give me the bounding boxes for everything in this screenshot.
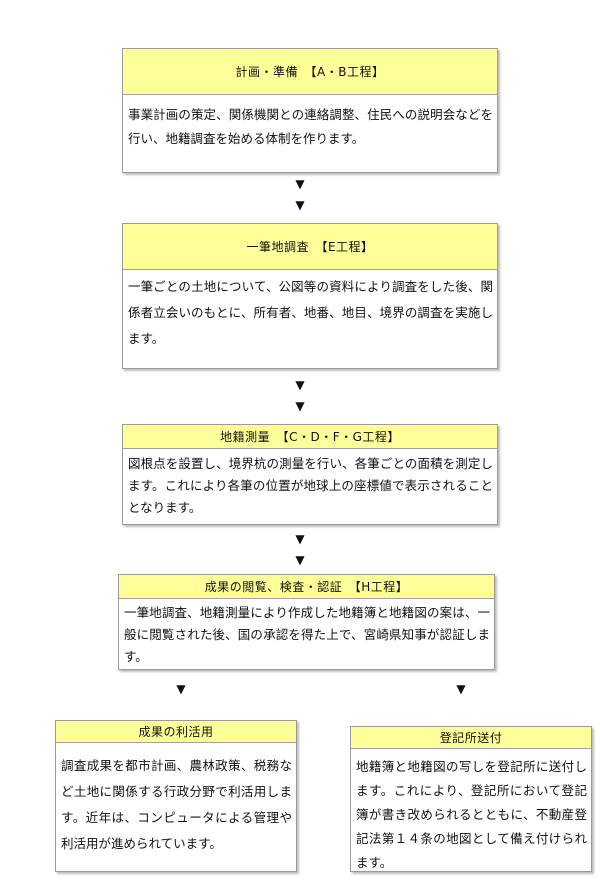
step-title: 地籍測量 【C・D・F・G工程】 bbox=[123, 425, 497, 449]
step-description: 一筆地調査、地籍測量により作成した地籍簿と地籍図の案は、一般に閲覧された後、国の… bbox=[124, 605, 490, 664]
step-utilization: 成果の利活用 調査成果を都市計画、農林政策、税務など土地に関係する行政分野で利活… bbox=[55, 720, 297, 872]
step-cadastral-measurement: 地籍測量 【C・D・F・G工程】 図根点を設置し、境界杭の測量を行い、各筆ごとの… bbox=[122, 424, 498, 525]
down-arrow-icon: ▼ bbox=[295, 378, 305, 392]
down-arrow-icon: ▼ bbox=[295, 532, 305, 546]
down-arrow-icon: ▼ bbox=[176, 682, 186, 696]
step-inspection-certification: 成果の閲覧、検査・認証 【H工程】 一筆地調査、地籍測量により作成した地籍簿と地… bbox=[118, 574, 495, 670]
down-arrow-icon: ▼ bbox=[295, 399, 305, 413]
step-parcel-survey: 一筆地調査 【E工程】 一筆ごとの土地について、公図等の資料により調査をした後、… bbox=[122, 223, 498, 369]
down-arrow-icon: ▼ bbox=[456, 682, 466, 696]
step-description: 一筆ごとの土地について、公図等の資料により調査をした後、関係者立会いのもとに、所… bbox=[128, 279, 493, 346]
step-registry-submission: 登記所送付 地籍簿と地籍図の写しを登記所に送付します。これにより、登記所において… bbox=[350, 726, 592, 872]
step-planning: 計画・準備 【A・B工程】 事業計画の策定、関係機関との連絡調整、住民への説明会… bbox=[122, 48, 498, 173]
step-title: 計画・準備 【A・B工程】 bbox=[123, 49, 497, 95]
step-description: 調査成果を都市計画、農林政策、税務など土地に関係する行政分野で利活用します。近年… bbox=[61, 758, 292, 851]
step-title: 一筆地調査 【E工程】 bbox=[123, 224, 497, 270]
down-arrow-icon: ▼ bbox=[295, 177, 305, 191]
down-arrow-icon: ▼ bbox=[295, 553, 305, 567]
step-title: 登記所送付 bbox=[351, 727, 591, 749]
down-arrow-icon: ▼ bbox=[295, 198, 305, 212]
step-title: 成果の閲覧、検査・認証 【H工程】 bbox=[119, 575, 494, 599]
step-description: 図根点を設置し、境界杭の測量を行い、各筆ごとの面積を測定します。これにより各筆の… bbox=[128, 456, 493, 515]
step-description: 地籍簿と地籍図の写しを登記所に送付します。これにより、登記所において登記簿が書き… bbox=[356, 759, 587, 870]
step-description: 事業計画の策定、関係機関との連絡調整、住民への説明会などを行い、地籍調査を始める… bbox=[128, 107, 493, 146]
step-title: 成果の利活用 bbox=[56, 721, 296, 743]
